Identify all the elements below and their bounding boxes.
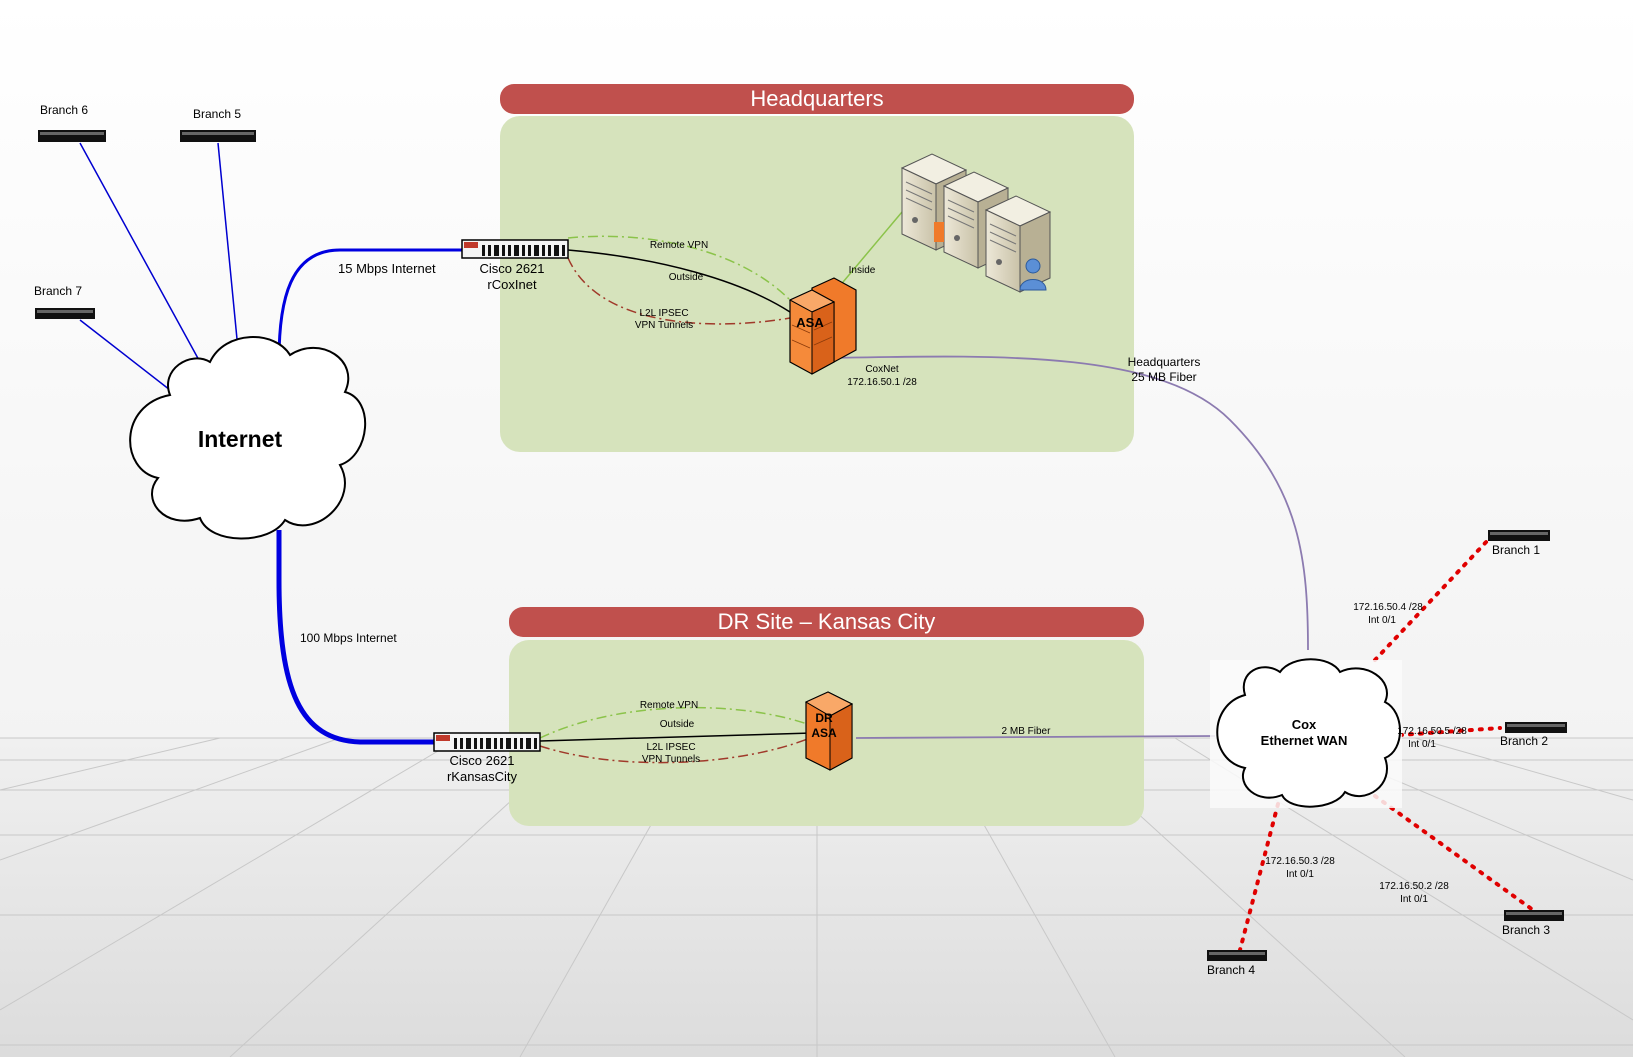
hq-l2l-label-2: VPN Tunnels xyxy=(634,320,694,331)
hq-remote-vpn-line xyxy=(567,235,791,301)
hq-outside-label: Outside xyxy=(668,272,704,283)
branch3-device[interactable] xyxy=(1504,910,1564,921)
hq-coxnet-label-2: 172.16.50.1 /28 xyxy=(847,377,917,388)
branch5-label: Branch 5 xyxy=(193,107,242,121)
hq-fiber-label-1: Headquarters xyxy=(1127,355,1201,369)
dr-outside-line xyxy=(539,732,813,742)
user-icon xyxy=(1019,258,1047,291)
hq-remote-vpn-label: Remote VPN xyxy=(649,240,709,251)
branch1-int-label: Int 0/1 xyxy=(1368,615,1396,626)
branch2-int-label: Int 0/1 xyxy=(1408,739,1436,750)
hq-router-device[interactable] xyxy=(461,239,569,259)
hq-fiber-label-2: 25 MB Fiber xyxy=(1131,370,1197,384)
branch6-device[interactable] xyxy=(38,130,106,142)
branch5-device[interactable] xyxy=(180,130,256,142)
dr-l2l-line xyxy=(539,737,811,764)
branch7-device[interactable] xyxy=(35,308,95,319)
hq-router-model: Cisco 2621 xyxy=(479,261,545,276)
branch3-ip-label: 172.16.50.2 /28 xyxy=(1379,881,1449,892)
branch2-label: Branch 2 xyxy=(1500,734,1549,748)
internet-cloud xyxy=(129,336,367,540)
hq-router-name: rCoxInet xyxy=(487,277,537,292)
branch3-int-label: Int 0/1 xyxy=(1400,894,1428,905)
dr-router-model: Cisco 2621 xyxy=(449,753,515,768)
hq-inside-line xyxy=(837,211,903,289)
branch4-device[interactable] xyxy=(1207,950,1267,961)
wan-cloud xyxy=(1216,658,1401,808)
dr-site-banner: DR Site – Kansas City xyxy=(509,607,1144,637)
hq-l2l-line xyxy=(567,257,791,325)
dr-fiber-label: 2 MB Fiber xyxy=(1001,726,1051,737)
dr-router-name: rKansasCity xyxy=(446,769,518,784)
dr-internet-link xyxy=(276,530,436,745)
branch5-link xyxy=(217,142,241,371)
hq-coxnet-label-1: CoxNet xyxy=(865,364,899,375)
hq-outside-line xyxy=(567,249,791,313)
headquarters-title: Headquarters xyxy=(750,86,884,111)
branch1-label: Branch 1 xyxy=(1492,543,1541,557)
hq-asa-label: ASA xyxy=(796,315,824,330)
wan-cloud-label-2: Ethernet WAN xyxy=(1260,733,1348,748)
dr-outside-label: Outside xyxy=(659,719,695,730)
branch7-label: Branch 7 xyxy=(34,284,83,298)
branch4-label: Branch 4 xyxy=(1207,963,1256,977)
dr-remote-vpn-label: Remote VPN xyxy=(639,700,699,711)
dr-site-title: DR Site – Kansas City xyxy=(717,609,936,634)
dr-router-device[interactable] xyxy=(433,732,541,752)
branch1-wan-link xyxy=(1373,538,1490,662)
branch6-label: Branch 6 xyxy=(40,103,89,117)
branch2-device[interactable] xyxy=(1505,722,1567,733)
branch7-link xyxy=(79,319,171,391)
branch2-ip-label: 172.16.50.5 /28 xyxy=(1397,726,1467,737)
branch3-wan-link xyxy=(1373,794,1535,912)
hq-asa-firewall[interactable] xyxy=(788,277,857,375)
server-icon xyxy=(984,195,1052,293)
branch2-wan-link xyxy=(1398,726,1502,737)
branch1-device[interactable] xyxy=(1488,530,1550,541)
branch4-int-label: Int 0/1 xyxy=(1286,869,1314,880)
wan-cloud-label-1: Cox xyxy=(1291,717,1317,732)
dr-l2l-label-1: L2L IPSEC xyxy=(646,742,696,753)
hq-l2l-label-1: L2L IPSEC xyxy=(639,308,689,319)
hq-internet-label: 15 Mbps Internet xyxy=(338,261,436,276)
branch4-ip-label: 172.16.50.3 /28 xyxy=(1265,856,1335,867)
dr-asa-label-1: DR xyxy=(815,711,833,725)
branch1-ip-label: 172.16.50.4 /28 xyxy=(1353,602,1423,613)
dr-remote-vpn-line xyxy=(539,706,811,739)
hq-fiber-link xyxy=(825,355,1309,651)
hq-server-cluster xyxy=(900,153,1052,293)
dr-asa-label-2: ASA xyxy=(811,726,837,740)
dr-l2l-label-2: VPN Tunnels xyxy=(641,754,701,765)
hq-inside-label: Inside xyxy=(848,265,876,276)
branch6-link xyxy=(79,142,201,363)
internet-cloud-label: Internet xyxy=(197,426,283,452)
branch3-label: Branch 3 xyxy=(1502,923,1551,937)
dr-internet-label: 100 Mbps Internet xyxy=(300,631,397,645)
dr-fiber-link xyxy=(855,735,1216,739)
headquarters-banner: Headquarters xyxy=(500,84,1134,114)
dr-asa-firewall[interactable] xyxy=(804,691,854,771)
hq-internet-link xyxy=(277,248,462,361)
